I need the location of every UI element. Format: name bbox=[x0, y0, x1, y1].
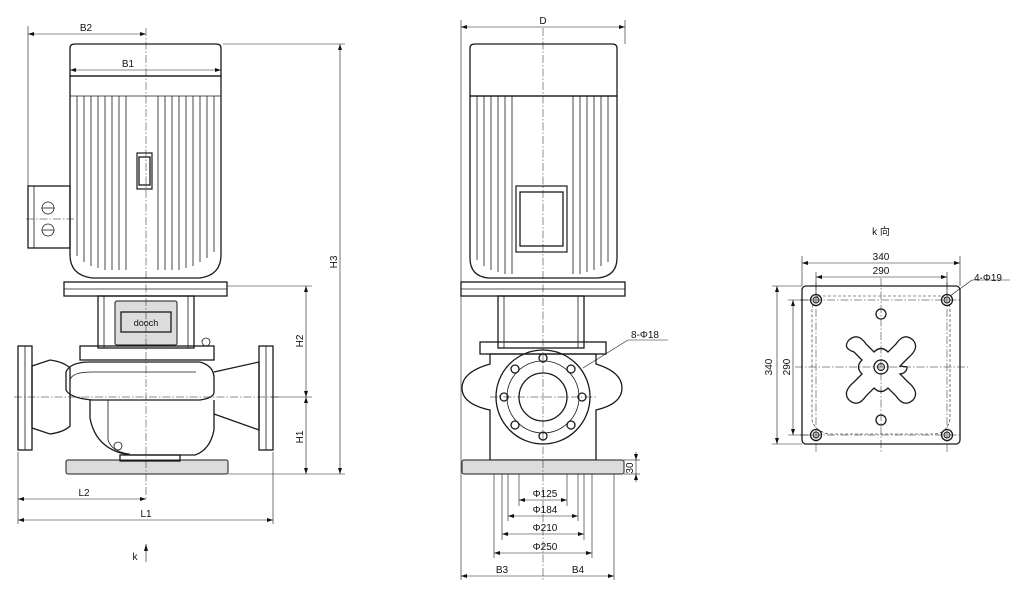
dim-30: 30 bbox=[625, 462, 636, 474]
dim-phi210: Φ210 bbox=[533, 523, 558, 534]
front-motor-nameplate bbox=[136, 152, 153, 190]
front-baseplate bbox=[65, 459, 229, 475]
front-view: dooch bbox=[14, 23, 345, 563]
dim-h1: H1 bbox=[295, 430, 306, 443]
dim-width-290: 290 bbox=[873, 266, 890, 277]
dim-height-290: 290 bbox=[782, 358, 793, 375]
side-view: D 8-Φ18 30 Φ125 Φ184 Φ210 Φ250 B3 B4 bbox=[460, 16, 668, 580]
front-motor-fins bbox=[76, 96, 215, 270]
base-bolt-callout: 4-Φ19 bbox=[974, 273, 1002, 284]
dim-l1: L1 bbox=[140, 509, 152, 520]
front-casing bbox=[17, 345, 274, 475]
dim-phi125: Φ125 bbox=[533, 489, 558, 500]
side-terminal-box bbox=[515, 185, 568, 253]
dim-h3: H3 bbox=[329, 255, 340, 268]
front-dimensions bbox=[17, 26, 345, 562]
dim-phi184: Φ184 bbox=[533, 505, 558, 516]
dim-phi250: Φ250 bbox=[533, 542, 558, 553]
k-view-title: k 向 bbox=[872, 225, 890, 238]
dim-height-340: 340 bbox=[764, 358, 775, 375]
front-motor bbox=[26, 43, 222, 279]
vent-plug-icon bbox=[201, 337, 211, 347]
dim-b4: B4 bbox=[572, 565, 585, 576]
dim-width-340: 340 bbox=[873, 252, 890, 263]
dim-b3: B3 bbox=[496, 565, 509, 576]
dim-d: D bbox=[539, 16, 546, 27]
side-motor-fins bbox=[476, 96, 609, 274]
k-view-arrow-label: k bbox=[133, 552, 139, 563]
dim-b2: B2 bbox=[80, 23, 93, 34]
side-dimensions bbox=[460, 20, 668, 580]
base-cross-support bbox=[845, 336, 917, 404]
dim-l2: L2 bbox=[78, 488, 90, 499]
dim-b1: B1 bbox=[122, 59, 135, 70]
dim-h2: H2 bbox=[295, 334, 306, 347]
flange-bolt-callout: 8-Φ18 bbox=[631, 330, 659, 341]
k-view: k 向 bbox=[764, 225, 1010, 452]
base-dimensions bbox=[772, 256, 1010, 445]
terminal-box bbox=[27, 185, 71, 249]
